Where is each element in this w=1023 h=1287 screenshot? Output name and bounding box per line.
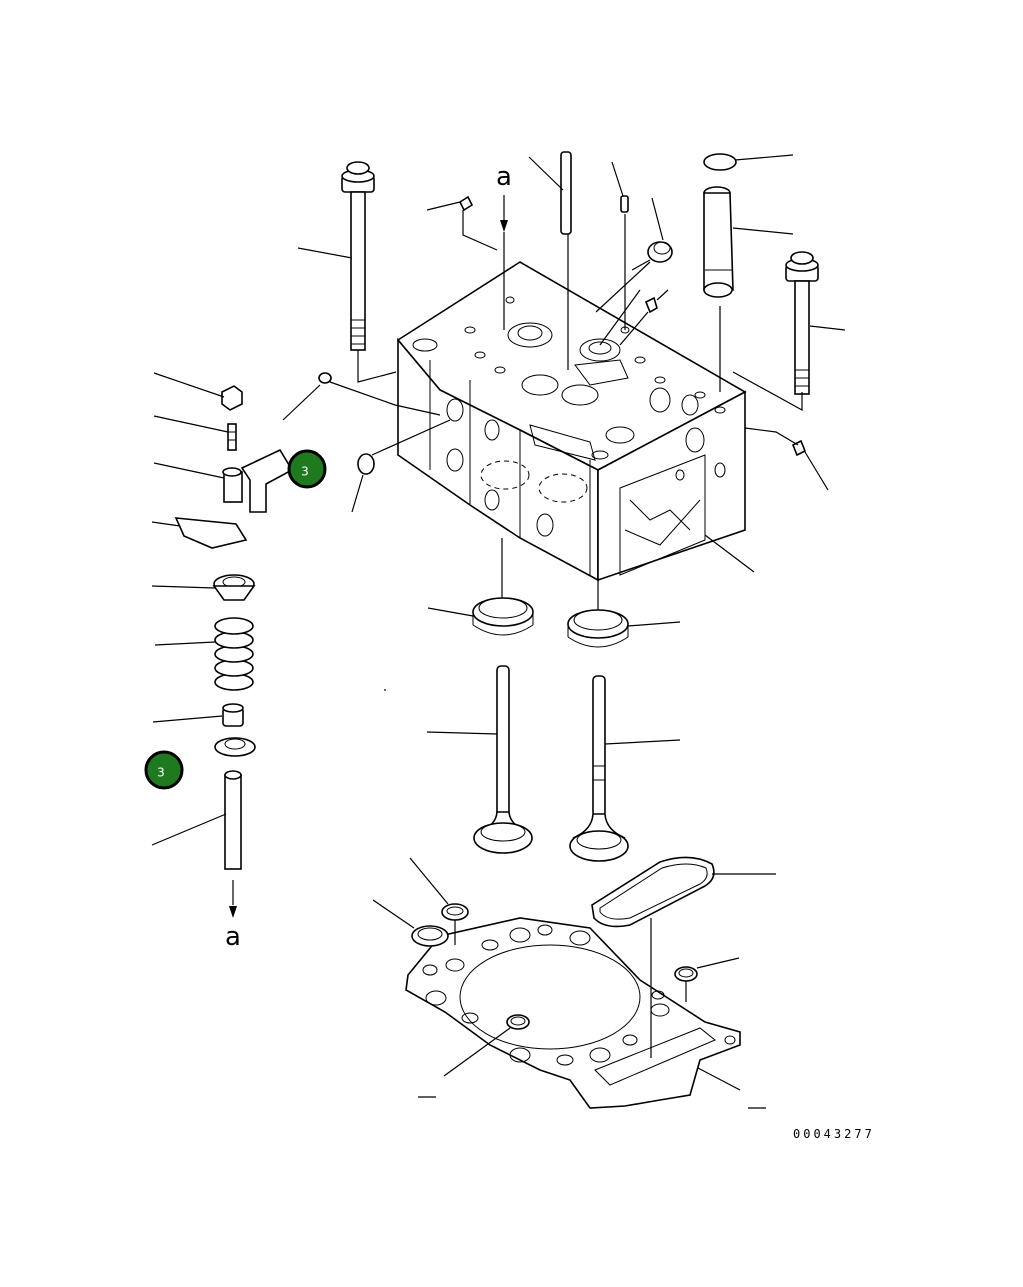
valve-seat-insert-left[interactable] [472, 597, 534, 636]
valve-stem-seal[interactable] [222, 703, 244, 727]
bottom-arrow-label: a [225, 922, 241, 952]
o-ring-right[interactable] [674, 966, 698, 982]
spring-seat[interactable] [214, 737, 256, 757]
threaded-plug[interactable] [647, 241, 673, 263]
plug-screw-top[interactable] [458, 195, 474, 212]
drawing-code: 00043277 [793, 1127, 875, 1141]
valve-guide[interactable] [224, 770, 242, 870]
small-pin-top[interactable] [620, 195, 629, 213]
leader-lines [151, 154, 846, 1109]
o-ring-large[interactable] [411, 925, 449, 947]
crosshead-bridge[interactable] [222, 448, 294, 513]
view-arrow-bottom: a [225, 922, 241, 952]
dowel-pin-top[interactable] [560, 151, 572, 235]
callout-marker-upper[interactable]: 3 [287, 449, 327, 489]
cylinder-head-block [396, 261, 747, 582]
valve-cotter[interactable] [174, 517, 248, 549]
callout-marker-lower[interactable]: 3 [144, 750, 184, 790]
expansion-plug[interactable] [703, 153, 737, 171]
callout-lower-label: 3 [157, 766, 165, 780]
valve-spring[interactable] [214, 617, 254, 691]
o-ring-small[interactable] [441, 903, 469, 921]
cup-plug-left[interactable] [357, 453, 375, 475]
head-bolt-right[interactable] [785, 251, 819, 395]
head-bolt-left[interactable] [341, 161, 375, 351]
callout-upper-label: 3 [301, 465, 309, 479]
o-ring-center[interactable] [506, 1014, 530, 1030]
cylinder-head-gasket[interactable] [405, 917, 741, 1109]
intake-valve[interactable] [473, 665, 533, 854]
view-arrow-top: a [496, 162, 512, 330]
small-plug-right[interactable] [644, 296, 658, 314]
lock-nut[interactable] [221, 385, 243, 411]
spring-retainer[interactable] [212, 574, 256, 601]
top-arrow-label: a [496, 162, 512, 192]
dowel-left[interactable] [318, 372, 332, 384]
nozzle-sleeve[interactable] [703, 186, 734, 298]
valve-seat-insert-right[interactable] [567, 609, 629, 648]
exhaust-valve[interactable] [569, 675, 629, 862]
adjusting-screw[interactable] [227, 423, 237, 451]
water-passage-gasket[interactable] [591, 856, 715, 928]
